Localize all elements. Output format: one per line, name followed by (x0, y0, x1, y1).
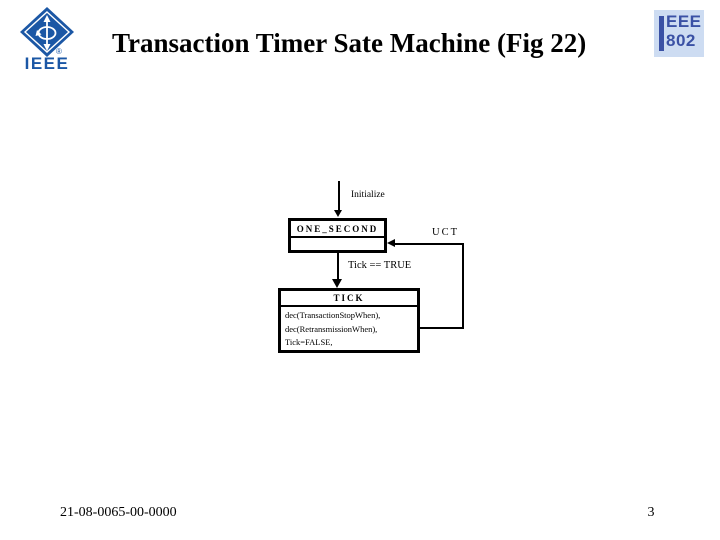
badge-line-802: 802 (666, 31, 696, 50)
state-tick-actions: dec(TransactionStopWhen), dec(Retransmis… (281, 307, 417, 350)
state-box-one-second: ONE_SECOND (288, 218, 387, 253)
badge-i-bar (659, 16, 664, 51)
state-name-tick: TICK (281, 291, 417, 307)
ieee-802-badge: EEE 802 (654, 10, 704, 57)
tick-action-1: dec(TransactionStopWhen), (285, 310, 381, 320)
tick-action-2: dec(RetransmissionWhen), (285, 323, 378, 334)
uct-feedback-line-bottom (420, 327, 464, 329)
uct-feedback-line-top (394, 242, 464, 245)
slide-title: Transaction Timer Sate Machine (Fig 22) (112, 28, 587, 58)
ieee-kite-logo-icon (20, 7, 74, 57)
page-number: 3 (647, 505, 655, 520)
ieee-wordmark: IEEE (24, 54, 70, 73)
badge-line-eee: EEE (666, 12, 702, 31)
initialize-arrow-line (338, 181, 340, 210)
uct-feedback-line-vertical (462, 243, 464, 329)
uct-label: UCT (432, 227, 459, 238)
document-number: 21-08-0065-00-0000 (60, 505, 177, 520)
registered-trademark-mark: ® (56, 47, 62, 56)
tick-transition-line (336, 253, 339, 280)
state-name-one-second: ONE_SECOND (291, 221, 384, 238)
tick-action-3: Tick=FALSE, (285, 337, 333, 347)
badge-text: EEE 802 (666, 12, 702, 50)
uct-arrowhead-icon (387, 239, 395, 247)
state-box-tick: TICK dec(TransactionStopWhen), dec(Retra… (278, 288, 420, 353)
initialize-arrowhead-icon (334, 210, 342, 217)
tick-transition-arrowhead-icon (332, 279, 342, 288)
tick-true-transition-label: Tick == TRUE (348, 260, 412, 271)
initialize-label: Initialize (351, 190, 385, 200)
